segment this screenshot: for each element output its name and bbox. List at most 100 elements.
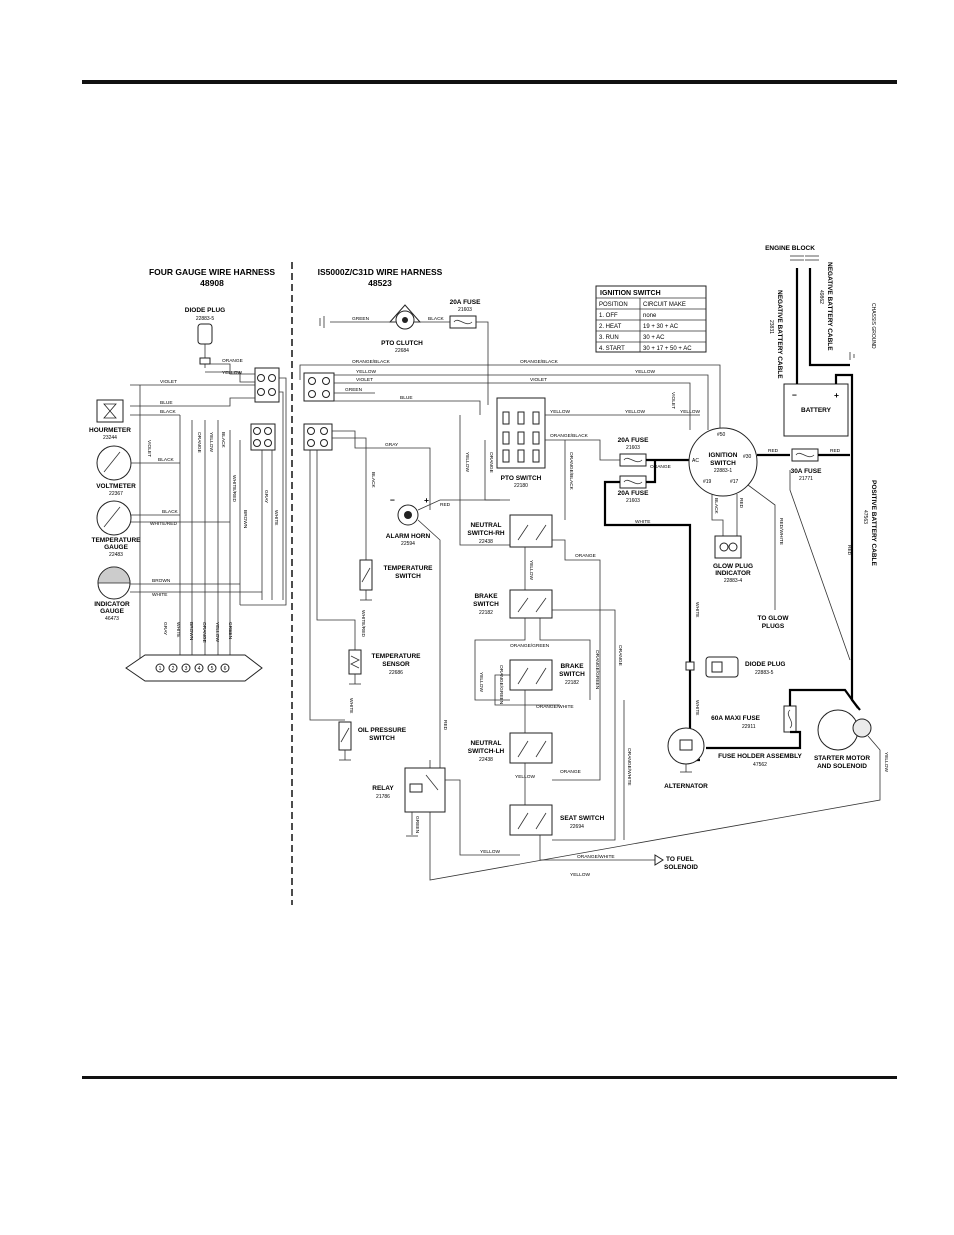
wire-label-black-5: BLACK [428, 316, 445, 322]
indicator-gauge-label-2: GAUGE [100, 608, 125, 615]
wire-label-gray-1: GRAY [263, 490, 269, 504]
relay-label: RELAY [372, 785, 394, 792]
starter-label-1: STARTER MOTOR [814, 755, 870, 762]
wire-label-green-1: GREEN [227, 622, 233, 640]
wire-label-orange-green-2: ORANGE/GREEN [498, 665, 504, 705]
alarm-horn-minus: − [390, 495, 395, 505]
pto-clutch-pn: 22684 [395, 348, 409, 354]
wire-label-white-3: WHITE [175, 622, 181, 637]
temperature-switch-label-1: TEMPERATURE [384, 565, 434, 572]
wire-label-yellow-5: YELLOW [635, 369, 655, 375]
svg-text:30 + 17 + 50 + AC: 30 + 17 + 50 + AC [643, 346, 692, 352]
wire-label-orange-7: ORANGE [617, 645, 623, 666]
wire-label-blue-2: BLUE [400, 395, 413, 401]
ignition-switch-pn: 22883-1 [714, 468, 733, 474]
wire-label-white-4: WHITE [348, 698, 354, 713]
wire-label-black-4: BLACK [162, 509, 179, 515]
fuel-solenoid-connector [654, 854, 664, 866]
wire-label-yellow-1: YELLOW [222, 370, 242, 376]
wire-label-gray-3: GRAY [385, 442, 399, 448]
wire-label-brown-3: BROWN [188, 622, 194, 641]
hourmeter-label: HOURMETER [89, 427, 131, 434]
wire-label-yellow-7: YELLOW [625, 409, 645, 415]
wire-label-black-2: BLACK [220, 432, 226, 449]
wire-label-yellow-15: YELLOW [515, 774, 535, 780]
alarm-horn-plus: + [424, 495, 429, 505]
oil-pressure-switch-label-1: OIL PRESSURE [358, 727, 407, 734]
seat-switch-pn: 22694 [570, 824, 584, 830]
wire-label-black-6: BLACK [370, 472, 376, 489]
wire-label-violet-3: VIOLET [356, 377, 373, 383]
oil-pressure-switch [338, 721, 352, 751]
wire-label-white-red-3: WHITE/RED [360, 610, 366, 637]
wire-label-orange-black-4: ORANGE/BLACK [568, 452, 574, 491]
wire-label-black-1: BLACK [160, 409, 177, 415]
indicator-gauge-pn: 46473 [105, 616, 119, 622]
pto-switch-pn: 22180 [514, 483, 528, 489]
ignition-switch-table: IGNITION SWITCH POSITION CIRCUIT MAKE 1.… [595, 285, 707, 353]
negative-cable-2-label: NEGATIVE BATTERY CABLE [826, 262, 833, 351]
svg-text:2. HEAT: 2. HEAT [599, 324, 622, 330]
fuse-holder-pn: 47562 [753, 762, 767, 768]
chassis-ground-label: CHASSIS GROUND [870, 303, 876, 349]
svg-text:3. RUN: 3. RUN [599, 335, 619, 341]
alarm-horn-pn: 22594 [401, 541, 415, 547]
connector-d [303, 423, 333, 451]
wire-label-yellow-6: YELLOW [550, 409, 570, 415]
connector-a [254, 367, 280, 403]
wire-label-orange-8: ORANGE [560, 769, 581, 775]
fuel-solenoid-label-1: TO FUEL [666, 856, 694, 863]
wire-label-red-4: RED [846, 545, 852, 556]
indicator-gauge-label-1: INDICATOR [94, 601, 130, 608]
wire-label-green-3: GREEN [345, 387, 363, 393]
temperature-sensor-label-2: SENSOR [382, 661, 410, 668]
wire-label-orange-white-3: ORANGE/WHITE [577, 854, 615, 860]
fuel-solenoid-label-2: SOLENOID [664, 864, 698, 871]
wire-label-orange-black-2: ORANGE/BLACK [520, 359, 559, 365]
wire-label-white-1: WHITE [273, 510, 279, 525]
wire-label-yellow-12: YELLOW [480, 849, 500, 855]
ignition-switch-label-1: IGNITION [709, 452, 738, 459]
wire-label-red-5: RED [440, 502, 451, 508]
svg-text:none: none [643, 313, 657, 319]
oil-pressure-switch-label-2: SWITCH [369, 735, 395, 742]
svg-text:POSITION: POSITION [599, 302, 628, 308]
svg-text:5: 5 [211, 666, 214, 672]
wire-label-orange-black-1: ORANGE/BLACK [352, 359, 391, 365]
temperature-switch-label-2: SWITCH [395, 573, 421, 580]
svg-text:1: 1 [159, 666, 162, 672]
maxi-fuse-label: 60A MAXI FUSE [711, 715, 761, 722]
top-rule [82, 80, 897, 84]
glow-plug-indicator-pn: 22883-4 [724, 578, 743, 584]
wire-label-green-2: GREEN [352, 316, 370, 322]
wire-label-orange-black-3: ORANGE/BLACK [550, 433, 589, 439]
voltmeter-pn: 22367 [109, 491, 123, 497]
battery-positive-terminal: + [834, 390, 839, 400]
neutral-switch-rh [509, 514, 553, 548]
starter-label-2: AND SOLENOID [817, 763, 867, 770]
ignition-terminal-30: #30 [743, 454, 752, 460]
hourglass-icon [103, 403, 117, 419]
svg-text:4. START: 4. START [599, 346, 625, 352]
diode-plug-left [197, 323, 213, 345]
wire-label-yellow-13: YELLOW [528, 560, 534, 580]
ignition-table-title: IGNITION SWITCH [600, 290, 661, 297]
svg-text:30 + AC: 30 + AC [643, 335, 665, 341]
wire-label-orange-green-3: ORANGE/GREEN [510, 643, 550, 649]
wire-label-violet-1: VIOLET [160, 379, 177, 385]
voltmeter [96, 445, 132, 481]
brake-switch-2-label-1: BRAKE [560, 663, 584, 670]
voltmeter-label: VOLTMETER [96, 483, 136, 490]
ignition-terminal-17: #17 [730, 479, 739, 485]
bottom-rule [82, 1076, 897, 1079]
wire-label-black-3: BLACK [158, 457, 175, 463]
wire-label-violet-2: VIOLET [146, 440, 152, 457]
to-glow-plugs-label-2: PLUGS [762, 623, 785, 630]
brake-switch-1 [509, 589, 553, 619]
positive-cable-label: POSITIVE BATTERY CABLE [870, 480, 877, 566]
svg-text:2: 2 [172, 666, 175, 672]
wire-label-orange-white-2: ORANGE/WHITE [626, 748, 632, 786]
wire-label-orange-green-1: ORANGE/GREEN [594, 650, 600, 690]
seat-switch-label: SEAT SWITCH [560, 815, 605, 822]
alternator-label: ALTERNATOR [664, 783, 708, 790]
